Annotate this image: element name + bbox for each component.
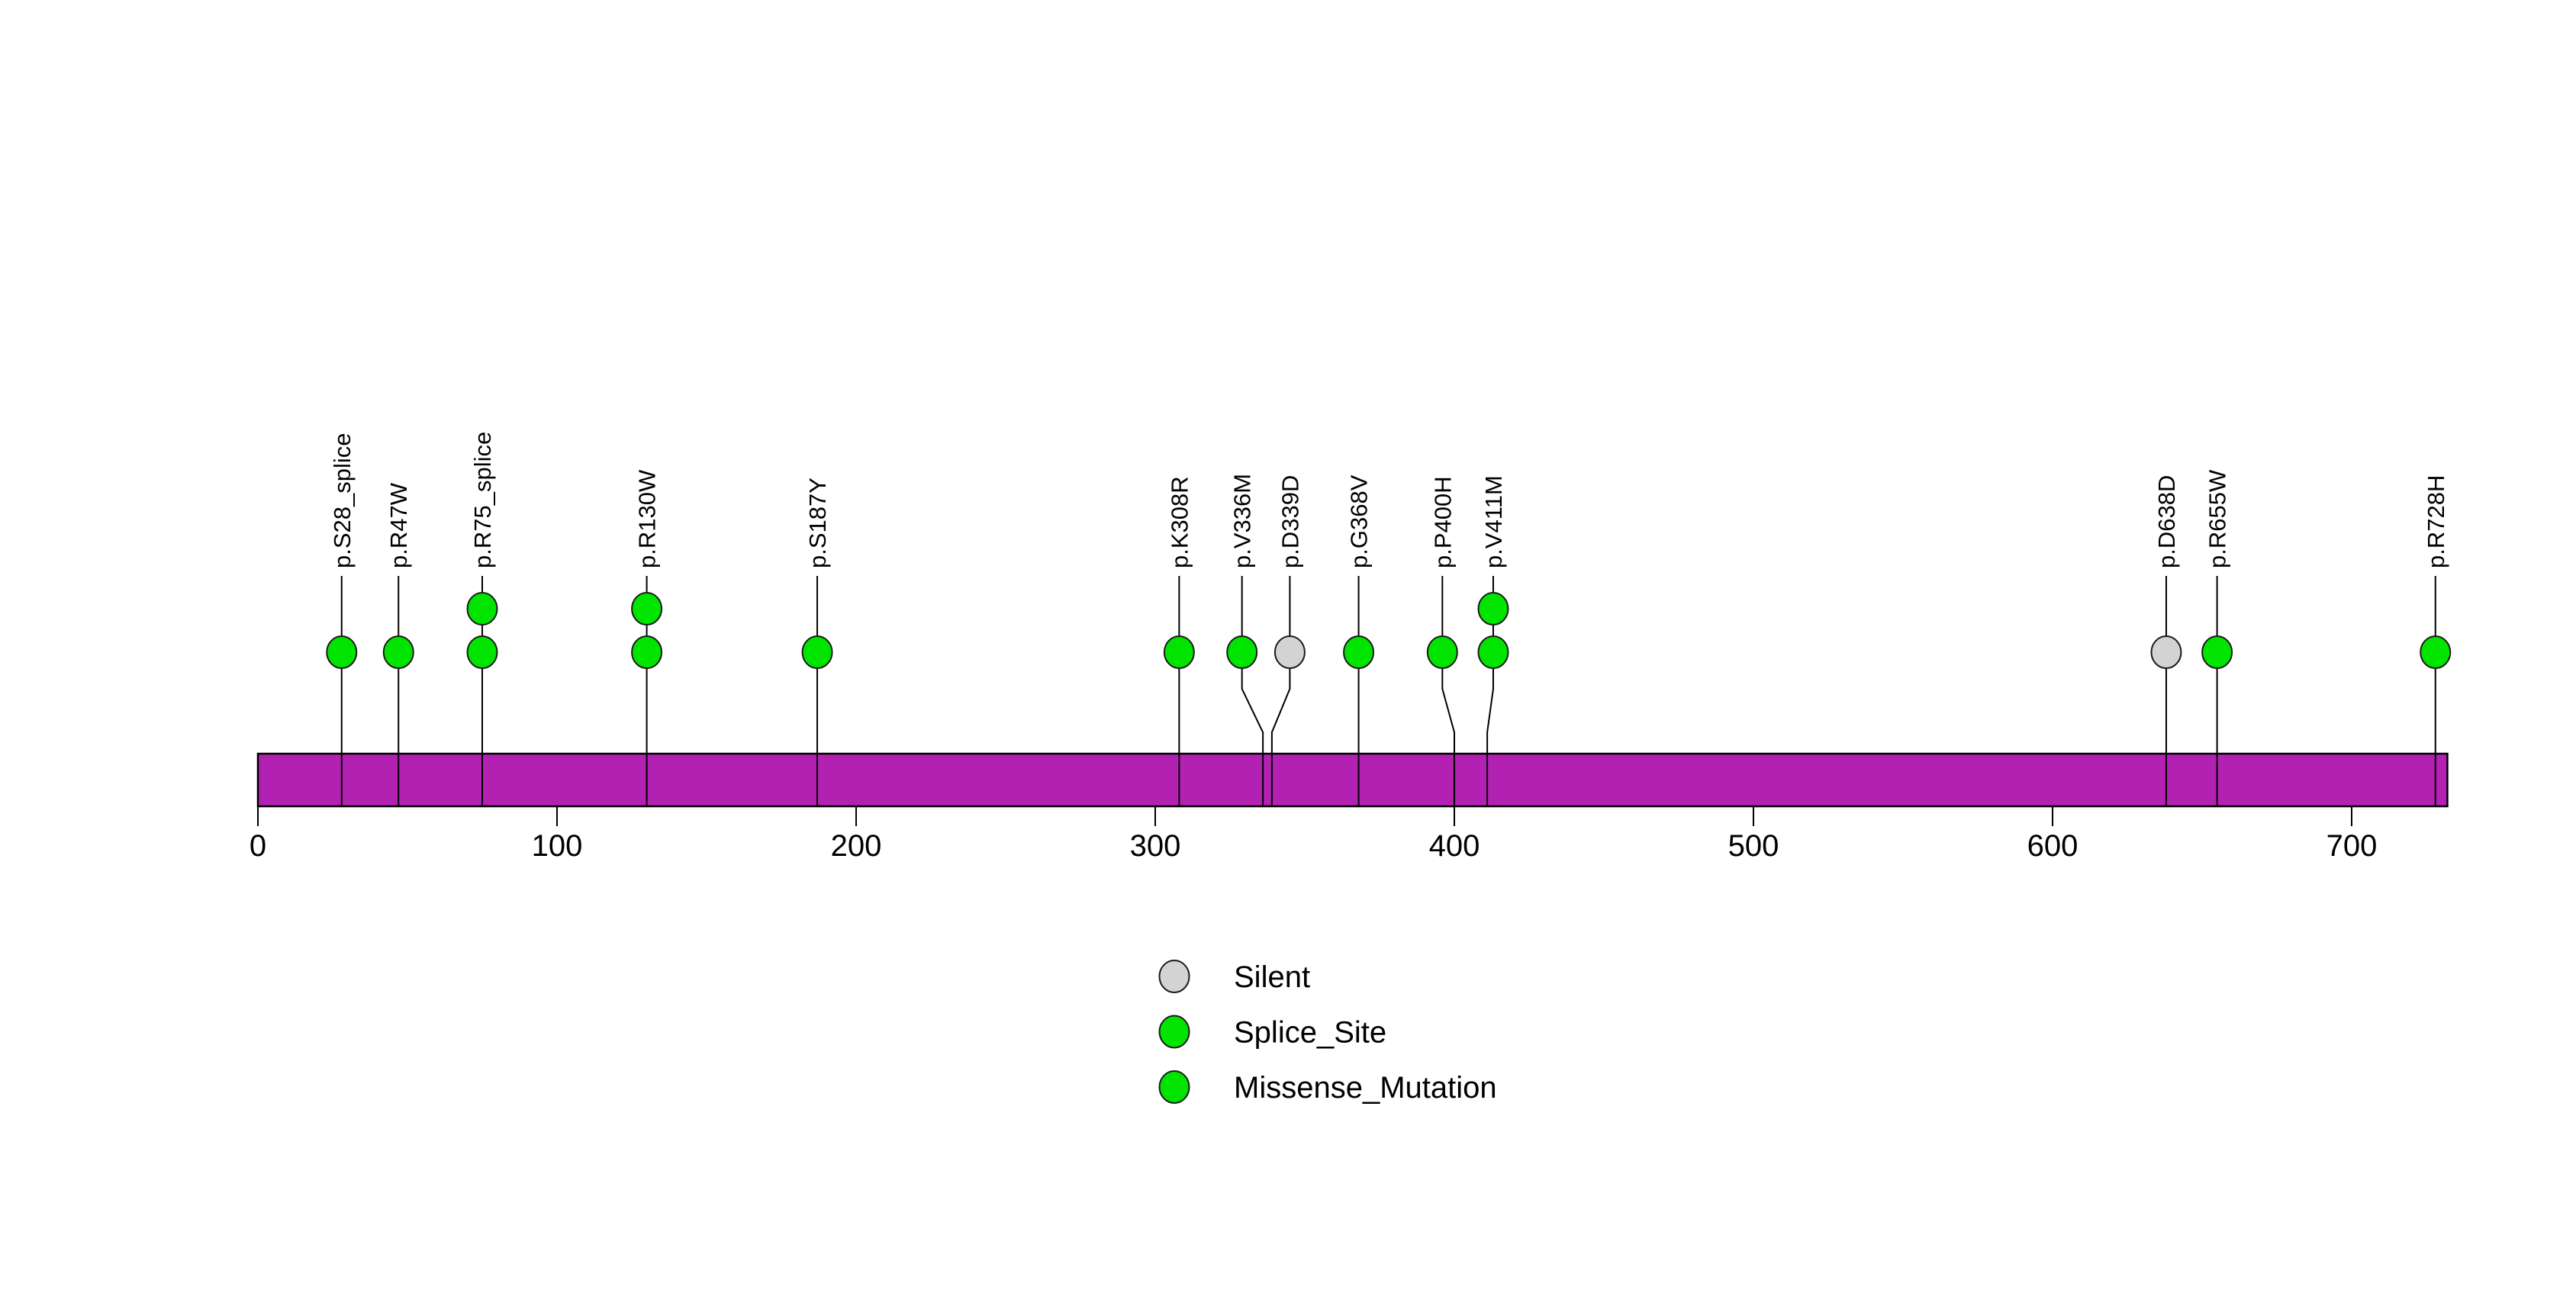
mutation-marker xyxy=(1226,635,1258,669)
mutation-lollipop: p.S28_splice xyxy=(326,433,358,806)
mutation-label: p.D339D xyxy=(1277,475,1303,568)
mutation-label: p.V336M xyxy=(1229,474,1256,568)
mutation-marker xyxy=(1163,635,1195,669)
axis-tick-label: 700 xyxy=(2326,829,2378,863)
mutation-label: p.K308R xyxy=(1166,476,1193,568)
mutation-stem xyxy=(1441,576,1455,806)
mutation-lollipop: p.R130W xyxy=(631,469,663,806)
legend-item: Missense_Mutation xyxy=(1158,1070,1497,1105)
mutation-stem xyxy=(1486,576,1494,806)
mutation-marker xyxy=(326,635,358,669)
legend-label: Missense_Mutation xyxy=(1234,1071,1497,1105)
mutation-lollipop: p.G368V xyxy=(1343,474,1375,806)
legend-swatch xyxy=(1158,1015,1190,1049)
mutation-marker xyxy=(631,635,663,669)
mutation-marker xyxy=(466,592,498,626)
mutation-label: p.R47W xyxy=(385,482,412,568)
mutation-lollipop: p.K308R xyxy=(1163,476,1195,806)
mutation-label: p.P400H xyxy=(1429,476,1456,568)
mutation-stem xyxy=(1270,576,1291,806)
mutation-marker xyxy=(2420,635,2452,669)
axis-tick-label: 200 xyxy=(831,829,882,863)
protein-backbone xyxy=(256,752,2449,808)
mutation-lollipop: p.V411M xyxy=(1477,475,1509,806)
mutation-lollipop: p.D339D xyxy=(1270,475,1306,806)
legend-label: Splice_Site xyxy=(1234,1016,1386,1050)
axis-tick-label: 600 xyxy=(2027,829,2079,863)
mutation-label: p.S187Y xyxy=(804,478,831,568)
mutation-marker xyxy=(1477,635,1509,669)
mutation-lollipop: p.R75_splice xyxy=(466,432,498,806)
mutation-label: p.R130W xyxy=(634,469,661,568)
legend-label: Silent xyxy=(1234,960,1310,994)
mutation-lollipop: p.S187Y xyxy=(801,478,833,806)
mutation-marker xyxy=(1343,635,1375,669)
mutation-lollipop: p.R655W xyxy=(2201,469,2233,806)
mutation-label: p.G368V xyxy=(1346,474,1373,568)
axis-tick-label: 100 xyxy=(532,829,583,863)
mutation-marker xyxy=(1426,635,1458,669)
legend-item: Splice_Site xyxy=(1158,1015,1386,1050)
mutation-marker xyxy=(2201,635,2233,669)
mutation-marker xyxy=(801,635,833,669)
mutation-label: p.V411M xyxy=(1480,475,1507,568)
mutation-marker xyxy=(1477,592,1509,626)
axis-tick-label: 500 xyxy=(1728,829,1779,863)
mutation-label: p.R655W xyxy=(2204,469,2231,568)
mutation-lollipop: p.V336M xyxy=(1226,474,1264,806)
axis-tick-label: 300 xyxy=(1130,829,1181,863)
mutation-label: p.R75_splice xyxy=(469,432,496,568)
mutation-lollipop: p.P400H xyxy=(1426,476,1458,806)
axis-tick-label: 400 xyxy=(1429,829,1480,863)
legend-item: Silent xyxy=(1158,960,1310,994)
mutation-marker xyxy=(631,592,663,626)
mutation-marker xyxy=(466,635,498,669)
legend-swatch xyxy=(1158,1070,1190,1104)
mutation-marker xyxy=(1274,635,1306,669)
mutation-marker xyxy=(2150,635,2182,669)
mutation-label: p.R728H xyxy=(2423,475,2449,568)
mutation-label: p.D638D xyxy=(2153,475,2180,568)
legend-swatch xyxy=(1158,960,1190,993)
axis-tick-label: 0 xyxy=(250,829,266,863)
mutation-marker xyxy=(382,635,414,669)
mutation-label: p.S28_splice xyxy=(329,433,356,568)
mutation-lollipop: p.R47W xyxy=(382,482,414,806)
mutation-stem xyxy=(1241,576,1264,806)
mutation-lollipop: p.R728H xyxy=(2420,475,2452,806)
mutation-lollipop: p.D638D xyxy=(2150,475,2182,806)
